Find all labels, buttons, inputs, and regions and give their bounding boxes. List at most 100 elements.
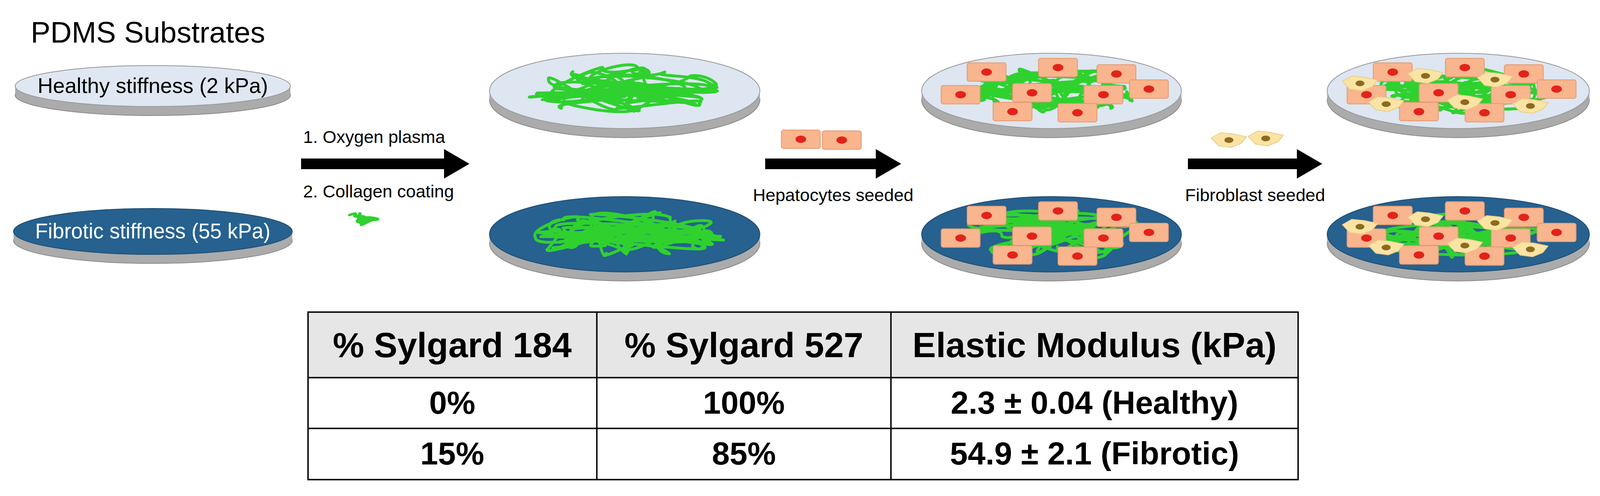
fibroblast-body	[1407, 211, 1444, 227]
hepatocyte-body	[1537, 79, 1577, 99]
ellipse-rim	[13, 217, 293, 264]
table-cell: 100%	[702, 384, 785, 422]
hepatocyte-nucleus	[795, 135, 807, 143]
hepatocyte-nucleus	[1361, 90, 1372, 99]
hepatocyte-body	[1038, 58, 1078, 77]
hepatocyte-nucleus	[1071, 252, 1083, 260]
fibroblast-nucleus	[1355, 224, 1365, 230]
hepatocyte-nucleus	[1361, 234, 1372, 242]
hepatocyte-body	[1012, 83, 1052, 102]
hepatocyte-nucleus	[1551, 228, 1562, 236]
table-cell: Elastic Modulus (kPa)	[912, 324, 1277, 366]
step-text: 1. Oxygen plasma	[303, 126, 446, 148]
title: PDMS Substrates	[30, 15, 266, 50]
plate-face	[921, 53, 1182, 129]
process-arrow	[301, 149, 470, 179]
fibroblast-nucleus	[1460, 242, 1470, 249]
hepatocyte-body	[992, 245, 1032, 265]
hepatocyte-nucleus	[1413, 108, 1425, 116]
hepatocyte-nucleus	[955, 234, 966, 242]
fibroblast-body	[1407, 68, 1444, 84]
fibroblast-body	[1211, 132, 1247, 148]
hepatocyte-body	[781, 130, 821, 149]
hepatocyte-nucleus	[1433, 232, 1444, 241]
fibroblast-nucleus	[1224, 137, 1234, 143]
table-text: 54.9 ± 2.1 (Fibrotic)	[949, 435, 1240, 473]
hepatocyte-nucleus	[1413, 251, 1425, 259]
fibroblast-nucleus	[1490, 76, 1500, 83]
substrate-ellipse: Healthy stiffness (2 kPa)	[14, 64, 292, 108]
fibroblast-nucleus	[1381, 101, 1391, 107]
hepatocyte-nucleus	[981, 211, 993, 220]
hepatocyte-nucleus	[1143, 228, 1155, 236]
hepatocyte-nucleus	[1143, 85, 1155, 93]
hepatocyte-nucleus	[1479, 252, 1490, 260]
table-cell: 2.3 ± 0.04 (Healthy)	[950, 384, 1239, 422]
ellipse-face	[15, 65, 291, 107]
table-text: 2.3 ± 0.04 (Healthy)	[950, 384, 1239, 422]
hepatocyte-nucleus	[1026, 89, 1038, 97]
hepatocyte-nucleus	[1052, 207, 1064, 215]
table-cell: 15%	[420, 435, 485, 473]
step-text: 2. Collagen coating	[303, 181, 454, 202]
hepatocyte-body	[1129, 79, 1169, 99]
fibroblast-body	[1342, 76, 1378, 91]
hepatocyte-body	[992, 102, 1032, 121]
hepatocyte-nucleus	[981, 68, 993, 76]
hepatocyte-nucleus	[1026, 232, 1038, 241]
hepatocyte-nucleus	[1505, 234, 1517, 242]
hepatocyte-nucleus	[1505, 90, 1517, 99]
step-text: Hepatocytes seeded	[752, 185, 914, 206]
table-rule	[596, 312, 598, 480]
hepatocyte-body	[1399, 245, 1439, 265]
hepatocyte-nucleus	[1387, 211, 1399, 220]
hepatocyte-nucleus	[1459, 63, 1471, 72]
table-rule	[308, 427, 1299, 430]
step-label: Fibroblast seeded	[1185, 185, 1326, 206]
hepatocyte-nucleus	[1551, 85, 1562, 93]
hepatocyte-body	[1129, 223, 1169, 242]
table-text: % Sylgard 184	[332, 324, 572, 366]
step-label: Hepatocytes seeded	[752, 185, 914, 206]
hepatocyte-nucleus	[1098, 234, 1109, 242]
fibroblast-body	[1477, 215, 1513, 231]
table-text: 15%	[420, 435, 485, 473]
ellipse-label: Healthy stiffness (2 kPa)	[37, 73, 269, 99]
fibroblast-body	[1248, 131, 1284, 146]
hepatocyte-body	[967, 63, 1007, 82]
collagen-fibres	[529, 64, 718, 112]
hepatocyte-nucleus	[1387, 68, 1399, 76]
hepatocyte-body	[1399, 102, 1439, 121]
process-arrow	[1187, 149, 1323, 179]
hepatocyte-body	[1445, 201, 1485, 220]
fibroblast-nucleus	[1490, 219, 1500, 226]
table-rule	[308, 376, 1299, 379]
step-label: 1. Oxygen plasma	[303, 126, 446, 148]
collagen-fibres	[534, 211, 724, 256]
hepatocyte-body	[1083, 85, 1123, 105]
table-cell: 85%	[711, 435, 776, 473]
substrate-ellipse: Fibrotic stiffness (55 kPa)	[12, 207, 293, 256]
table-cell: % Sylgard 184	[332, 324, 572, 366]
hepatocyte-nucleus	[1459, 207, 1471, 215]
hepatocyte-body	[1373, 63, 1413, 82]
plate-face	[489, 196, 760, 272]
hepatocyte-body	[1058, 247, 1097, 266]
hepatocyte-nucleus	[1071, 108, 1083, 117]
hepatocyte-nucleus	[1518, 213, 1530, 222]
hepatocyte-nucleus	[1111, 213, 1122, 222]
plate-face	[489, 53, 760, 129]
table-border	[308, 312, 1299, 480]
hepatocyte-body	[1373, 206, 1413, 225]
hepatocyte-nucleus	[1111, 70, 1122, 78]
plate-face	[1327, 53, 1590, 129]
fibroblast-nucleus	[1420, 216, 1431, 223]
hepatocyte-body	[1058, 103, 1097, 123]
hepatocyte-body	[967, 206, 1007, 225]
hepatocyte-nucleus	[1479, 108, 1490, 117]
hepatocyte-body	[822, 131, 862, 150]
hepatocyte-body	[941, 228, 981, 248]
fibroblast-nucleus	[1381, 244, 1391, 251]
fibroblast-nucleus	[1355, 80, 1365, 87]
hepatocyte-body	[1083, 228, 1123, 248]
